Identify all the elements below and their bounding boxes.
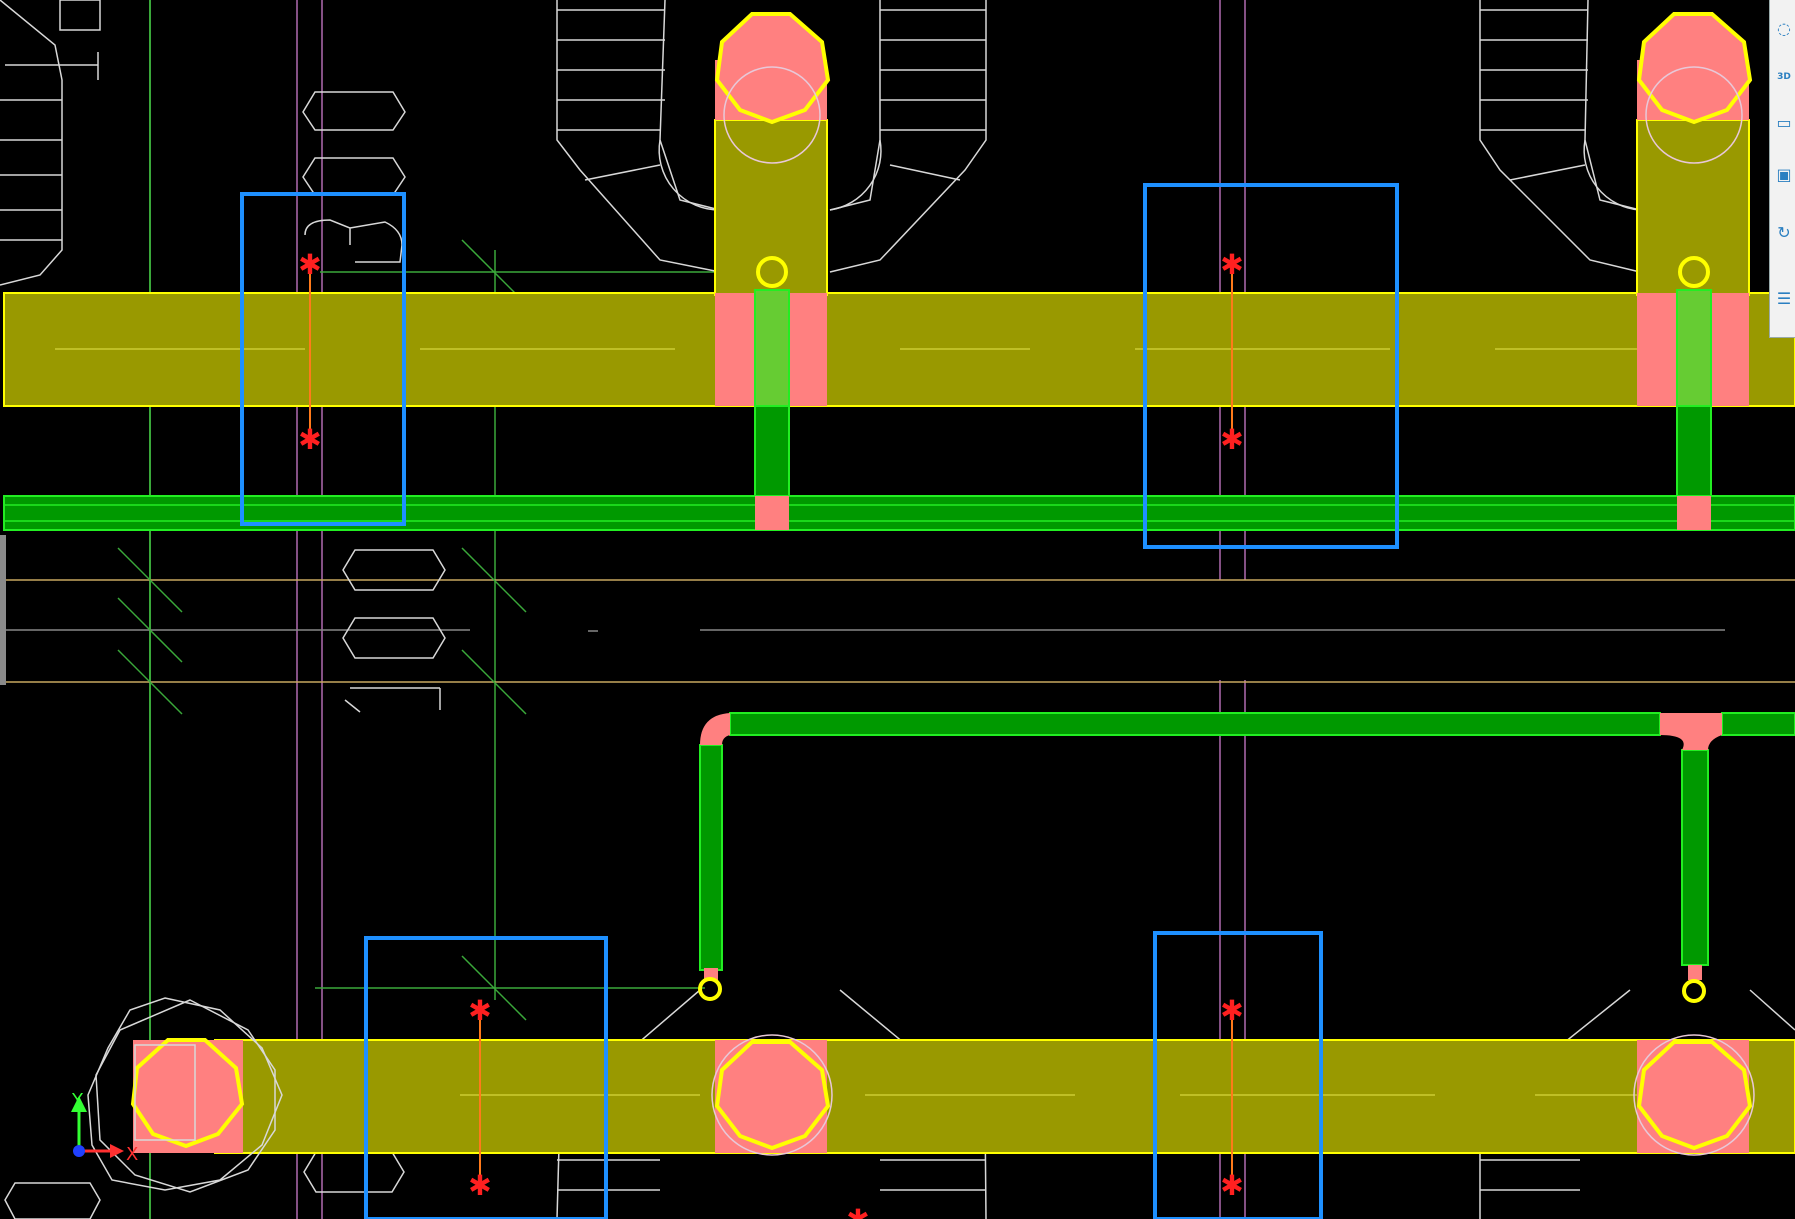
beam-lower[interactable]: [214, 1039, 1795, 1154]
ucs-x-label: X: [126, 1144, 138, 1165]
orbit-icon[interactable]: ◌: [1777, 19, 1791, 38]
grip-marker: ✱: [468, 1169, 491, 1202]
view-toolbar: ◌ 3D ▭ ▣ ↻ ☰: [1769, 0, 1795, 338]
column-head-circles: [711, 66, 1755, 1156]
grip-marker: ✱: [1220, 423, 1243, 456]
rotate-icon[interactable]: ↻: [1777, 223, 1791, 242]
grip-marker: ✱: [1220, 248, 1243, 281]
grip-marker: ✱: [846, 1203, 869, 1219]
selection-box-3: [364, 936, 608, 1219]
selection-box-4: [1153, 931, 1323, 1219]
selection-box-1: [240, 192, 406, 526]
properties-icon[interactable]: ☰: [1776, 289, 1792, 308]
grip-marker: ✱: [298, 423, 321, 456]
grip-markers[interactable]: ✱ ✱ ✱ ✱ ✱ ✱ ✱ ✱ ✱: [298, 248, 1243, 1219]
column-heads[interactable]: [130, 12, 1753, 1151]
base-column-outline: [87, 997, 283, 1193]
box-view-icon[interactable]: ▭: [1776, 113, 1792, 132]
ucs-y-label: Y: [71, 1090, 84, 1111]
3d-view-icon[interactable]: 3D: [1777, 72, 1791, 82]
shaded-view-icon[interactable]: ▣: [1776, 165, 1792, 184]
pipe-run-upper[interactable]: [3, 289, 1795, 531]
selection-box-2: [1143, 183, 1399, 549]
grip-marker: ✱: [468, 994, 491, 1027]
pipe-fittings[interactable]: [698, 256, 1710, 1003]
column-stem-1[interactable]: [714, 119, 828, 296]
grip-marker: ✱: [298, 248, 321, 281]
selection-boxes[interactable]: [240, 183, 1399, 1219]
panel-resize-handle[interactable]: [0, 535, 6, 685]
ucs-icon: Y X: [71, 1090, 138, 1165]
grip-marker: ✱: [1220, 1169, 1243, 1202]
pipe-run-lower[interactable]: [699, 712, 1795, 980]
column-stem-2[interactable]: [1636, 119, 1750, 296]
grip-marker: ✱: [1220, 994, 1243, 1027]
